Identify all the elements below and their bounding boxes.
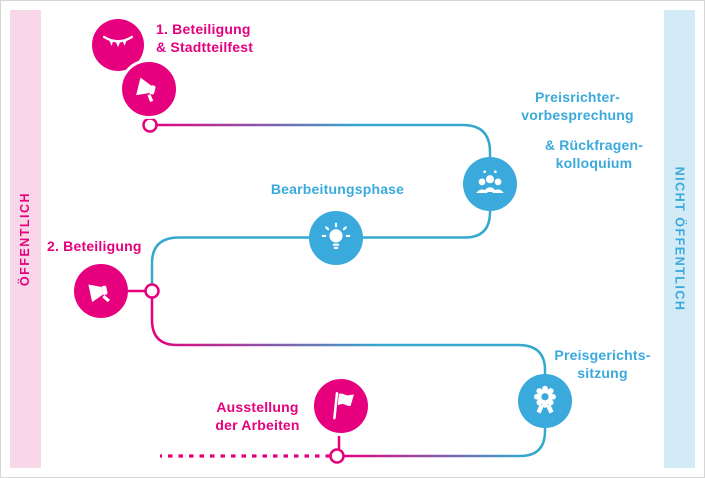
label-preisgericht-line1: Preisgerichts-	[554, 347, 651, 363]
connector-preisgericht-to-ausstellung	[344, 428, 547, 458]
not-public-band: NICHT ÖFFENTLICH	[664, 10, 695, 468]
label-festival: 1. Beteiligung & Stadtteilfest	[156, 20, 286, 56]
label-rueckfragen-line1: & Rückfragen-	[544, 137, 644, 153]
not-public-band-label: NICHT ÖFFENTLICH	[672, 166, 687, 312]
step-circle-preisgericht	[518, 374, 572, 428]
label-bearbeitung-line1: Bearbeitungsphase	[270, 181, 405, 197]
node-after-festival	[142, 117, 158, 133]
label-rueckfragen: & Rückfragen- kolloquium	[525, 136, 663, 172]
flag-icon	[333, 392, 354, 420]
label-ausstellung-line1: Ausstellung	[216, 399, 299, 415]
step-circle-bearbeitung	[309, 211, 363, 265]
label-ausstellung: Ausstellung der Arbeiten	[205, 398, 310, 434]
step-circle-preisrichter	[463, 157, 517, 211]
node-ausstellung	[329, 448, 345, 464]
garland-icon	[103, 35, 133, 48]
label-bearbeitung: Bearbeitungsphase	[260, 180, 415, 198]
label-preisrichter: Preisrichter- vorbesprechung	[500, 88, 655, 124]
connector-beteiligung2-to-preisgericht	[150, 298, 547, 374]
step-circle-festival-announce	[119, 59, 179, 119]
lightbulb-icon	[321, 222, 351, 250]
label-preisgericht-line2: sitzung	[577, 365, 628, 381]
audience-icon	[476, 170, 504, 194]
label-festival-line1: 1. Beteiligung	[156, 21, 251, 37]
medal-icon	[534, 385, 556, 414]
step-circle-beteiligung2	[74, 264, 128, 318]
label-ausstellung-line2: der Arbeiten	[215, 417, 300, 433]
label-beteiligung2: 2. Beteiligung	[47, 237, 167, 255]
public-band-label: ÖFFENTLICH	[18, 191, 33, 287]
label-beteiligung2-line1: 2. Beteiligung	[47, 238, 142, 254]
label-preisrichter-line1: Preisrichter-	[534, 89, 621, 105]
megaphone-icon	[136, 77, 156, 102]
label-preisrichter-line2: vorbesprechung	[521, 107, 634, 123]
step-circle-ausstellung	[314, 379, 368, 433]
public-band: ÖFFENTLICH	[10, 10, 41, 468]
label-festival-line2: & Stadtteilfest	[156, 39, 254, 55]
node-beteiligung2	[144, 283, 160, 299]
connector-preisrichter-to-bearbeitung	[363, 211, 492, 239]
label-rueckfragen-line2: kolloquium	[555, 155, 633, 171]
label-preisgericht: Preisgerichts- sitzung	[545, 346, 660, 382]
connector-festival-to-preisrichter	[157, 123, 492, 157]
megaphone-icon	[88, 284, 111, 303]
connector-bearbeitung-to-beteiligung2	[150, 236, 309, 284]
